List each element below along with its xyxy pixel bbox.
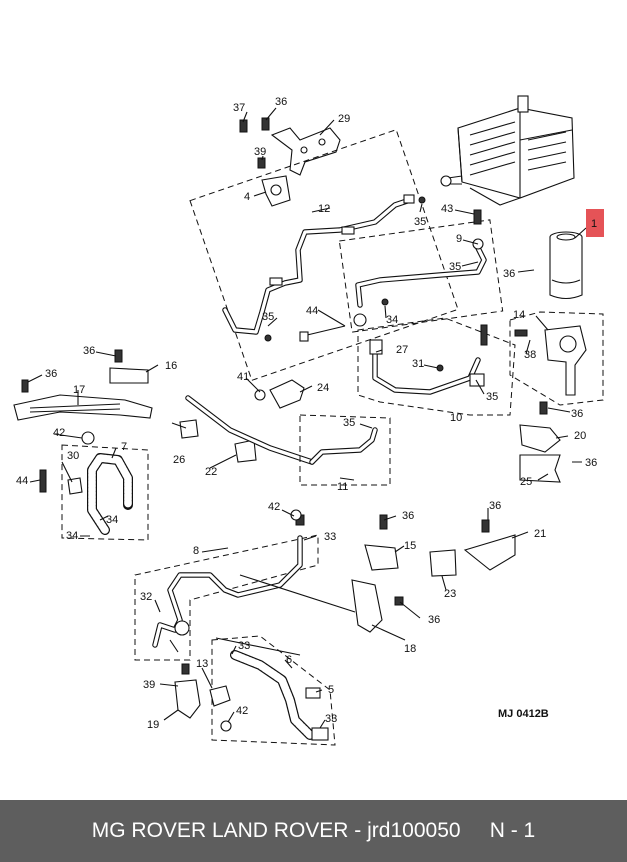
label-32: 32: [140, 591, 152, 603]
bracket-21: [463, 534, 516, 571]
label-25: 25: [520, 476, 532, 488]
label-33: 33: [324, 531, 336, 543]
label-29: 29: [338, 113, 350, 125]
label-39b: 39: [143, 679, 155, 691]
label-36: 36: [275, 96, 287, 108]
label-7: 7: [121, 441, 127, 453]
label-1: 1: [591, 218, 597, 230]
label-43: 43: [441, 203, 453, 215]
label-35e: 35: [343, 417, 355, 429]
label-38: 38: [524, 349, 536, 361]
label-36c: 36: [571, 408, 583, 420]
label-33b: 33: [238, 640, 250, 652]
clip-24: [269, 379, 305, 409]
label-37: 37: [233, 102, 245, 114]
label-11: 11: [337, 481, 348, 493]
label-36e: 36: [83, 345, 95, 357]
label-44b: 44: [16, 475, 28, 487]
highlight-badge-1: [586, 209, 604, 237]
caption-bar: MG ROVER LAND ROVER - jrd100050 N - 1: [0, 800, 627, 862]
caption-text: MG ROVER LAND ROVER - jrd100050 N - 1: [91, 819, 536, 842]
label-36d: 36: [585, 457, 597, 469]
label-35: 35: [414, 216, 426, 228]
label-41: 41: [237, 371, 249, 383]
leader-lines: [27, 107, 587, 729]
part-labels: 1 37 36 29 39 4 12 35 43 9 35 36 35 44 3…: [16, 96, 597, 731]
group-box-7: [61, 444, 149, 541]
bracket-18: [351, 579, 383, 633]
label-19: 19: [147, 719, 159, 731]
label-42b: 42: [268, 501, 280, 513]
label-4: 4: [244, 191, 250, 203]
label-18: 18: [404, 643, 416, 655]
group-box-10: [357, 317, 516, 416]
clip-15: [364, 544, 399, 571]
label-34b: 34: [106, 514, 118, 526]
bracket-group-29: [239, 117, 341, 207]
label-20: 20: [574, 430, 586, 442]
label-24: 24: [317, 382, 329, 394]
label-33c: 33: [325, 713, 337, 725]
label-12: 12: [318, 203, 330, 215]
label-6: 6: [286, 654, 292, 666]
label-36b: 36: [503, 268, 515, 280]
group-box-8: [134, 534, 319, 661]
clip-23: [429, 549, 457, 577]
label-36g: 36: [402, 510, 414, 522]
receiver-drier: [549, 231, 583, 300]
group-box-12: [189, 129, 459, 381]
label-34: 34: [386, 314, 398, 326]
label-8: 8: [193, 545, 199, 557]
group-box-14: [509, 311, 604, 406]
label-35b: 35: [449, 261, 461, 273]
label-35d: 35: [486, 391, 498, 403]
label-16: 16: [165, 360, 177, 372]
label-36i: 36: [428, 614, 440, 626]
drawing-code: MJ 0412B: [498, 708, 549, 720]
label-42: 42: [53, 427, 65, 439]
label-14: 14: [513, 309, 525, 321]
label-15: 15: [404, 540, 416, 552]
label-31: 31: [412, 358, 424, 370]
label-36h: 36: [489, 500, 501, 512]
label-34c: 34: [66, 530, 78, 542]
label-35c: 35: [262, 311, 274, 323]
label-26: 26: [173, 454, 185, 466]
label-30: 30: [67, 450, 79, 462]
group-box-11: [299, 414, 391, 486]
label-23: 23: [444, 588, 456, 600]
pipe-10: [372, 342, 481, 395]
label-36f: 36: [45, 368, 57, 380]
label-27: 27: [396, 344, 408, 356]
label-44: 44: [306, 305, 318, 317]
label-39: 39: [254, 146, 266, 158]
label-42c: 42: [236, 705, 248, 717]
bracket-17: [13, 349, 153, 421]
label-10: 10: [450, 412, 462, 424]
label-22: 22: [205, 466, 217, 478]
label-5: 5: [328, 684, 334, 696]
label-9: 9: [456, 233, 462, 245]
label-13: 13: [196, 658, 208, 670]
evaporator-unit: [440, 95, 575, 206]
label-17: 17: [73, 384, 85, 396]
group-box-6: [211, 635, 336, 746]
group-box-9: [338, 219, 504, 333]
parts-diagram: 1 37 36 29 39 4 12 35 43 9 35 36 35 44 3…: [13, 95, 604, 746]
label-21: 21: [534, 528, 546, 540]
